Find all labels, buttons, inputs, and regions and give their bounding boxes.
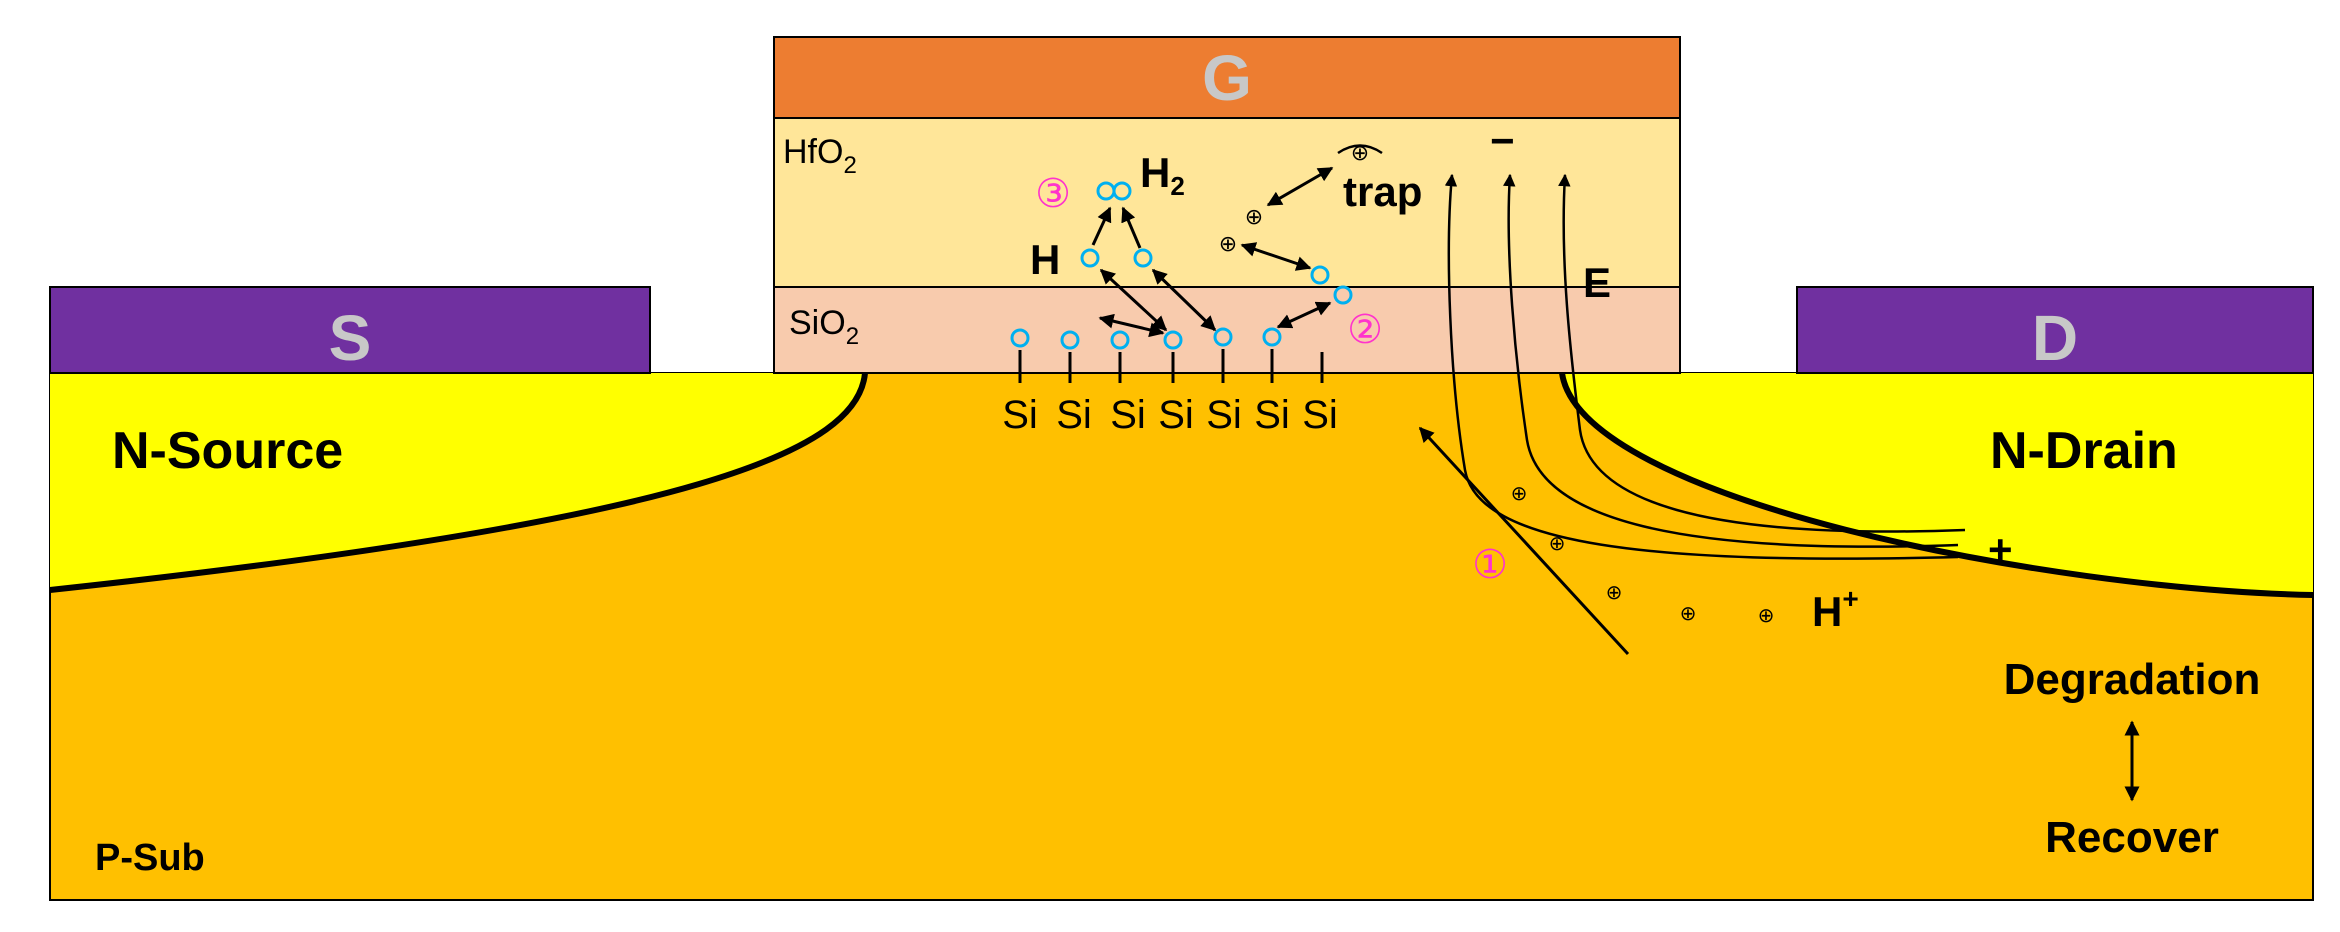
- si-bond: Si: [1110, 330, 1146, 437]
- source-contact: [49, 286, 651, 374]
- proton-migration-arrow: [1418, 426, 1630, 656]
- trap-label: trap: [1343, 168, 1422, 215]
- arrow: [1091, 206, 1112, 246]
- double-arrow-icon: [1151, 268, 1217, 332]
- double-arrow-icon: [1240, 242, 1312, 271]
- si-h-bonds: Si Si Si Si Si Si Si: [1002, 327, 1338, 437]
- positive-charge-icon: ⊕: [1680, 603, 1697, 625]
- n-source-region: [50, 373, 865, 590]
- marker-one: ①: [1472, 543, 1508, 587]
- si-atom: Si: [1206, 393, 1242, 437]
- hydrogen-atom: [1310, 265, 1330, 285]
- positive-charge-icon: ⊕: [1219, 231, 1237, 256]
- gate-contact: [773, 36, 1681, 119]
- positive-charge-icon: ⊕: [1245, 204, 1263, 229]
- electric-field-lines: [1444, 173, 1966, 560]
- field-plus-label: +: [1988, 526, 2013, 573]
- sio2-label: SiO2: [789, 304, 859, 350]
- positive-charge-icon: ⊕: [1351, 140, 1369, 165]
- recover-label: Recover: [2045, 813, 2219, 862]
- si-bond: Si: [1002, 328, 1038, 437]
- field-label: E: [1583, 259, 1611, 306]
- field-minus-label: −: [1490, 117, 1515, 164]
- si-bond: Si: [1056, 330, 1092, 437]
- drain-contact: [1796, 286, 2314, 374]
- h2-molecule: [1096, 181, 1132, 201]
- marker-three: ③: [1035, 172, 1071, 216]
- si-atom: Si: [1302, 393, 1338, 437]
- proton-label: H+: [1812, 583, 1859, 635]
- positive-charge-icon: ⊕: [1606, 582, 1623, 604]
- n-source-label: N-Source: [112, 422, 343, 480]
- drain-label: D: [2032, 302, 2078, 374]
- arrow: [1121, 206, 1142, 249]
- n-drain-label: N-Drain: [1990, 422, 2178, 480]
- positive-charge-icon: ⊕: [1549, 533, 1566, 555]
- n-source-junction: [49, 372, 868, 593]
- hydrogen-atom: [1333, 285, 1353, 305]
- si-atom: Si: [1056, 393, 1092, 437]
- h2-label: H2: [1140, 149, 1185, 201]
- positive-charge-icon: ⊕: [1758, 605, 1775, 627]
- si-atom: Si: [1110, 393, 1146, 437]
- trap-icon: ⊕: [1337, 140, 1383, 165]
- hydrogen-label: H: [1030, 236, 1060, 283]
- double-arrow-icon: [1266, 166, 1334, 207]
- si-bond: Si: [1206, 327, 1242, 437]
- gate-label: G: [1202, 42, 1252, 114]
- n-drain-region: [1562, 373, 2313, 595]
- source-label: S: [329, 302, 372, 374]
- hfo2-layer: [773, 117, 1681, 288]
- hydrogen-atom: [1080, 248, 1100, 268]
- degradation-label: Degradation: [2004, 655, 2261, 704]
- marker-two: ②: [1347, 308, 1383, 352]
- si-bond: Si: [1158, 330, 1194, 437]
- si-atom: Si: [1254, 393, 1290, 437]
- si-atom: Si: [1158, 393, 1194, 437]
- reaction-arrows: [1091, 166, 2140, 802]
- double-arrow-icon: [1276, 301, 1332, 329]
- si-bond: Si: [1302, 352, 1338, 437]
- hydrogen-atom: [1133, 248, 1153, 268]
- si-atom: Si: [1002, 393, 1038, 437]
- hfo2-label: HfO2: [783, 133, 857, 179]
- positive-charge-icon: ⊕: [1511, 483, 1528, 505]
- si-bond: Si: [1254, 327, 1290, 437]
- p-sub-label: P-Sub: [95, 837, 205, 879]
